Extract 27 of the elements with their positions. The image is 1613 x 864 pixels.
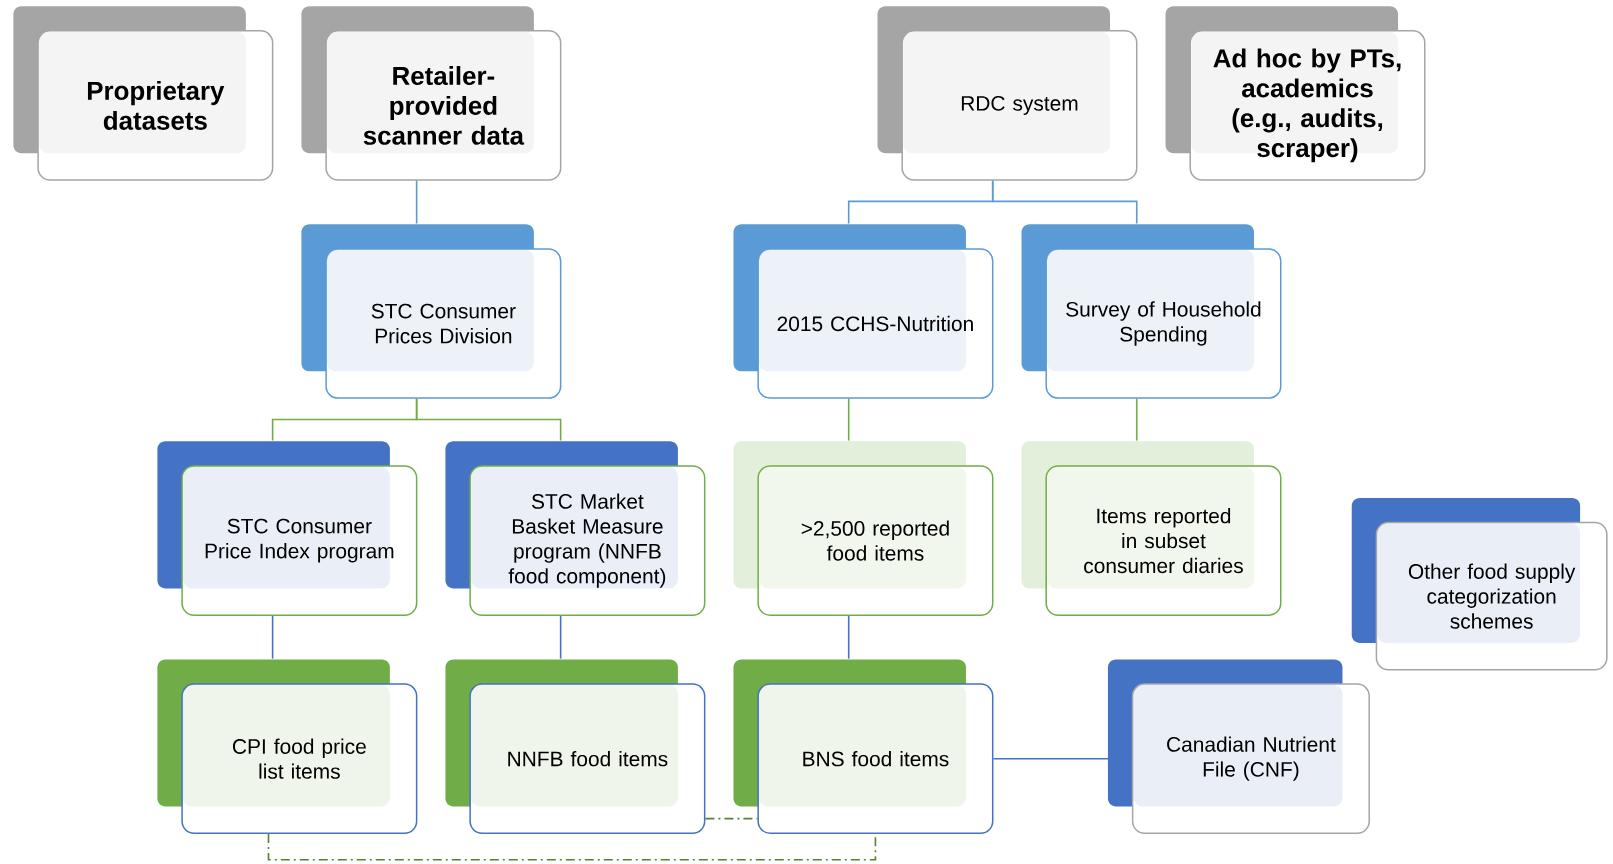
connector-line [267,833,877,861]
source-box: Ad hoc by PTs, academics (e.g., audits, scraper) [1165,6,1426,181]
connector-line [704,817,759,820]
connector-line [415,179,418,225]
process-box: STC Consumer Price Index program [157,441,418,616]
connector-line [992,757,1109,760]
process-box: STC Market Basket Measure program (NNFB food component) [445,441,706,616]
process-box: Other food supply categorization schemes [1351,497,1608,671]
process-box: Canadian Nutrient File (CNF) [1107,659,1370,834]
connector-line [559,615,562,660]
process-box: CPI food price list items [157,659,418,834]
connector-line [271,615,274,660]
connector-line [847,398,850,442]
source-box: RDC system [877,6,1138,181]
process-box: NNFB food items [445,659,706,834]
connector-line [415,398,562,442]
connector-line [1135,398,1138,442]
process-box: Items reported in subset consumer diaries [1021,441,1282,616]
process-box: Survey of Household Spending [1021,224,1282,399]
source-box: Retailer-provided scanner data [301,6,562,181]
process-box: BNS food items [733,659,994,834]
process-box: STC Consumer Prices Division [301,224,562,399]
connector-line [991,179,1138,225]
process-box: 2015 CCHS-Nutrition [733,224,994,399]
connector-line [847,615,850,660]
source-box: Proprietary datasets [13,6,274,181]
process-box: >2,500 reported food items [733,441,994,616]
